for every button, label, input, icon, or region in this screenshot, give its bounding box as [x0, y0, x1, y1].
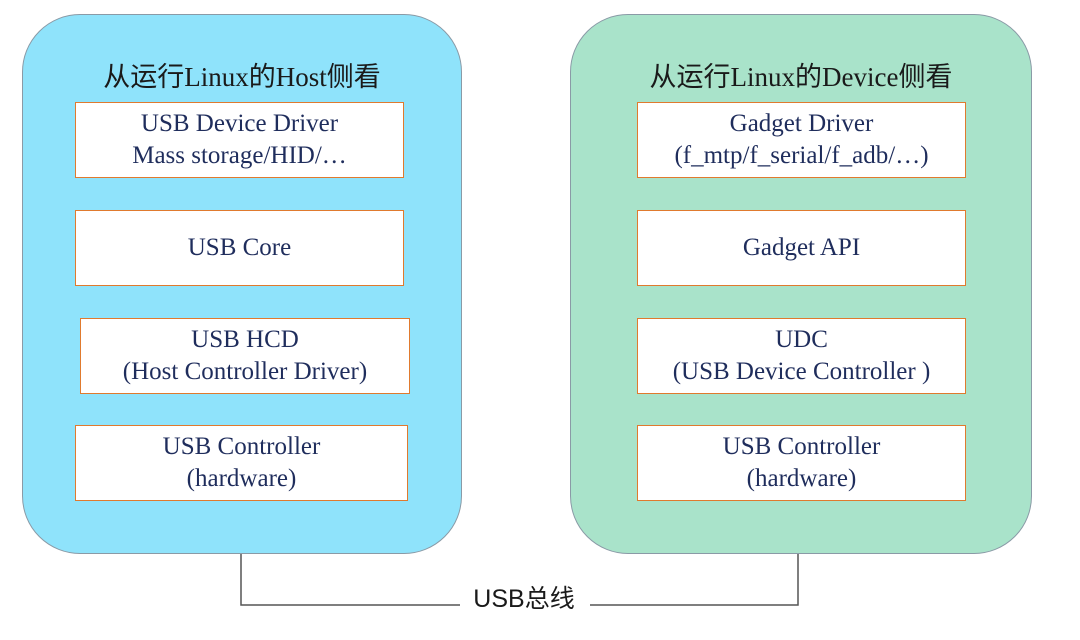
box-line-1: USB Core	[187, 233, 292, 261]
box-line-1: USB Controller	[722, 432, 881, 460]
host-panel-title: 从运行Linux的Host侧看	[103, 62, 381, 92]
device-gadget-driver-box: Gadget Driver (f_mtp/f_serial/f_adb/…)	[637, 102, 966, 178]
box-line-1: Gadget Driver	[729, 109, 874, 137]
box-line-2: (hardware)	[746, 465, 857, 492]
device-gadget-api-box: Gadget API	[637, 210, 966, 286]
host-usb-device-driver-box: USB Device Driver Mass storage/HID/…	[75, 102, 404, 178]
host-usb-core-box: USB Core	[75, 210, 404, 286]
device-panel-title: 从运行Linux的Device侧看	[649, 62, 953, 92]
box-line-1: UDC	[775, 325, 828, 353]
host-usb-hcd-box: USB HCD (Host Controller Driver)	[80, 318, 410, 394]
device-udc-box: UDC (USB Device Controller )	[637, 318, 966, 394]
usb-bus-label: USB总线	[473, 585, 575, 613]
box-line-2: (Host Controller Driver)	[122, 358, 368, 385]
box-line-1: USB Controller	[162, 432, 321, 460]
box-line-2: (f_mtp/f_serial/f_adb/…)	[674, 142, 929, 169]
box-line-2: (hardware)	[186, 465, 297, 492]
box-line-2: Mass storage/HID/…	[132, 142, 347, 169]
host-usb-controller-box: USB Controller (hardware)	[75, 425, 408, 501]
box-line-2: (USB Device Controller )	[672, 358, 931, 385]
box-line-1: USB Device Driver	[140, 109, 339, 137]
box-line-1: Gadget API	[742, 233, 861, 261]
box-line-1: USB HCD	[191, 325, 299, 353]
device-usb-controller-box: USB Controller (hardware)	[637, 425, 966, 501]
